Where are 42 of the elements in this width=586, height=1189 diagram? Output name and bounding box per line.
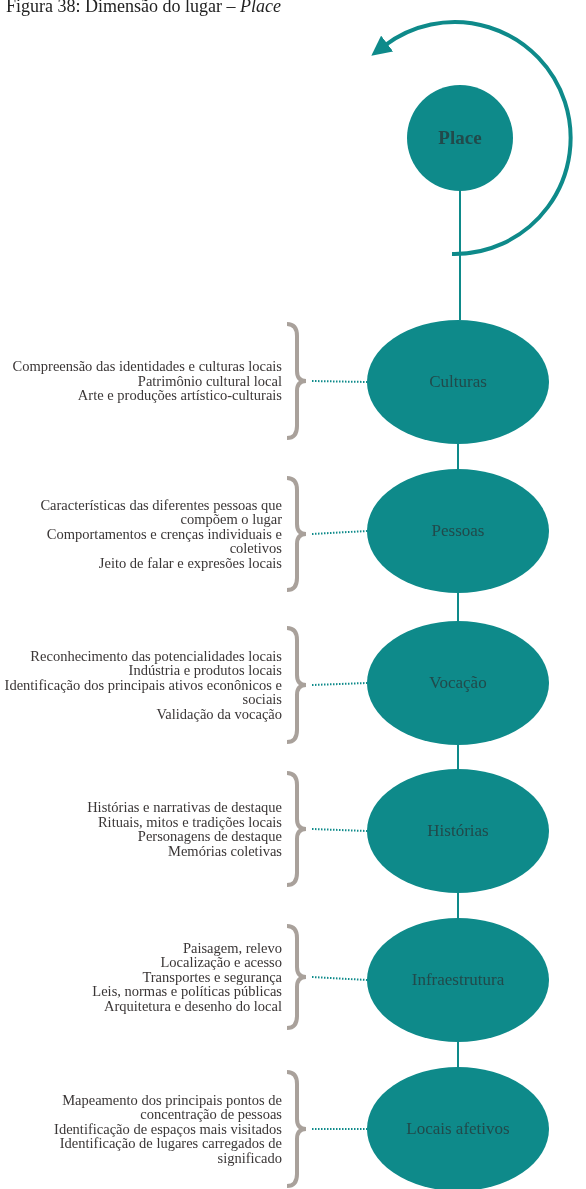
list-item: Histórias e narrativas de destaque bbox=[86, 800, 282, 815]
dotted-connector bbox=[311, 828, 368, 832]
list-item: Identificação dos principais ativos econônicos e sociais bbox=[3, 677, 282, 707]
ellipse-node: Locais afetivos bbox=[367, 1067, 549, 1189]
dotted-connector bbox=[311, 530, 368, 535]
dotted-connector bbox=[311, 380, 368, 383]
ellipse-node: Pessoas bbox=[367, 469, 549, 593]
list-item: Patrimônio cultural local bbox=[136, 373, 282, 389]
list-item: Personagens de destaque bbox=[137, 829, 282, 844]
connector-line bbox=[457, 592, 459, 622]
list-item: Rituais, mitos e tradições locais bbox=[96, 814, 282, 829]
list-item: Memórias coletivas bbox=[168, 843, 282, 858]
list-item: Identificação de lugares carregados de significado bbox=[59, 1136, 282, 1166]
ellipse-node: Infraestrutura bbox=[367, 918, 549, 1042]
list-item: Localização e acesso bbox=[159, 955, 282, 970]
ellipse-node: Culturas bbox=[367, 320, 549, 444]
ellipse-node: Histórias bbox=[367, 769, 549, 893]
connector-line bbox=[457, 744, 459, 770]
list-item: Paisagem, relevo bbox=[181, 940, 282, 956]
list-item: Validação da vocação bbox=[155, 706, 282, 722]
connector-line bbox=[457, 892, 459, 919]
list-item: Arquitetura e desenho do local bbox=[104, 998, 282, 1014]
list-item: Compreensão das identidades e culturas locais bbox=[11, 359, 282, 374]
figure-title: Figura 38: Dimensão do lugar – Place bbox=[6, 0, 281, 17]
connector-line bbox=[457, 443, 459, 470]
list-item: Identificação de espaços mais visitados bbox=[53, 1121, 282, 1137]
dotted-connector bbox=[311, 1128, 368, 1130]
list-item: Jeito de falar e expresões locais bbox=[97, 555, 282, 571]
list-item: Arte e produções artístico-culturais bbox=[76, 388, 282, 403]
list-item: Características das diferentes pessoas que compõem o lugar bbox=[39, 497, 282, 527]
list-item: Comportamentos e crenças individuais e coletivos bbox=[45, 526, 282, 556]
list-item: Reconhecimento das potencialidades locais bbox=[29, 648, 282, 664]
connector-line bbox=[459, 190, 461, 321]
list-item: Transportes e segurança bbox=[141, 969, 282, 985]
list-item: Indústria e produtos locais bbox=[127, 663, 282, 678]
dotted-connector bbox=[311, 976, 368, 981]
circle-node: Place bbox=[407, 85, 513, 191]
dotted-connector bbox=[311, 682, 368, 686]
ellipse-node: Vocação bbox=[367, 621, 549, 745]
list-item: Leis, normas e políticas públicas bbox=[91, 984, 282, 999]
list-item: Mapeamento dos principais pontos de concentração de pessoas bbox=[61, 1092, 282, 1122]
connector-line bbox=[457, 1041, 459, 1068]
